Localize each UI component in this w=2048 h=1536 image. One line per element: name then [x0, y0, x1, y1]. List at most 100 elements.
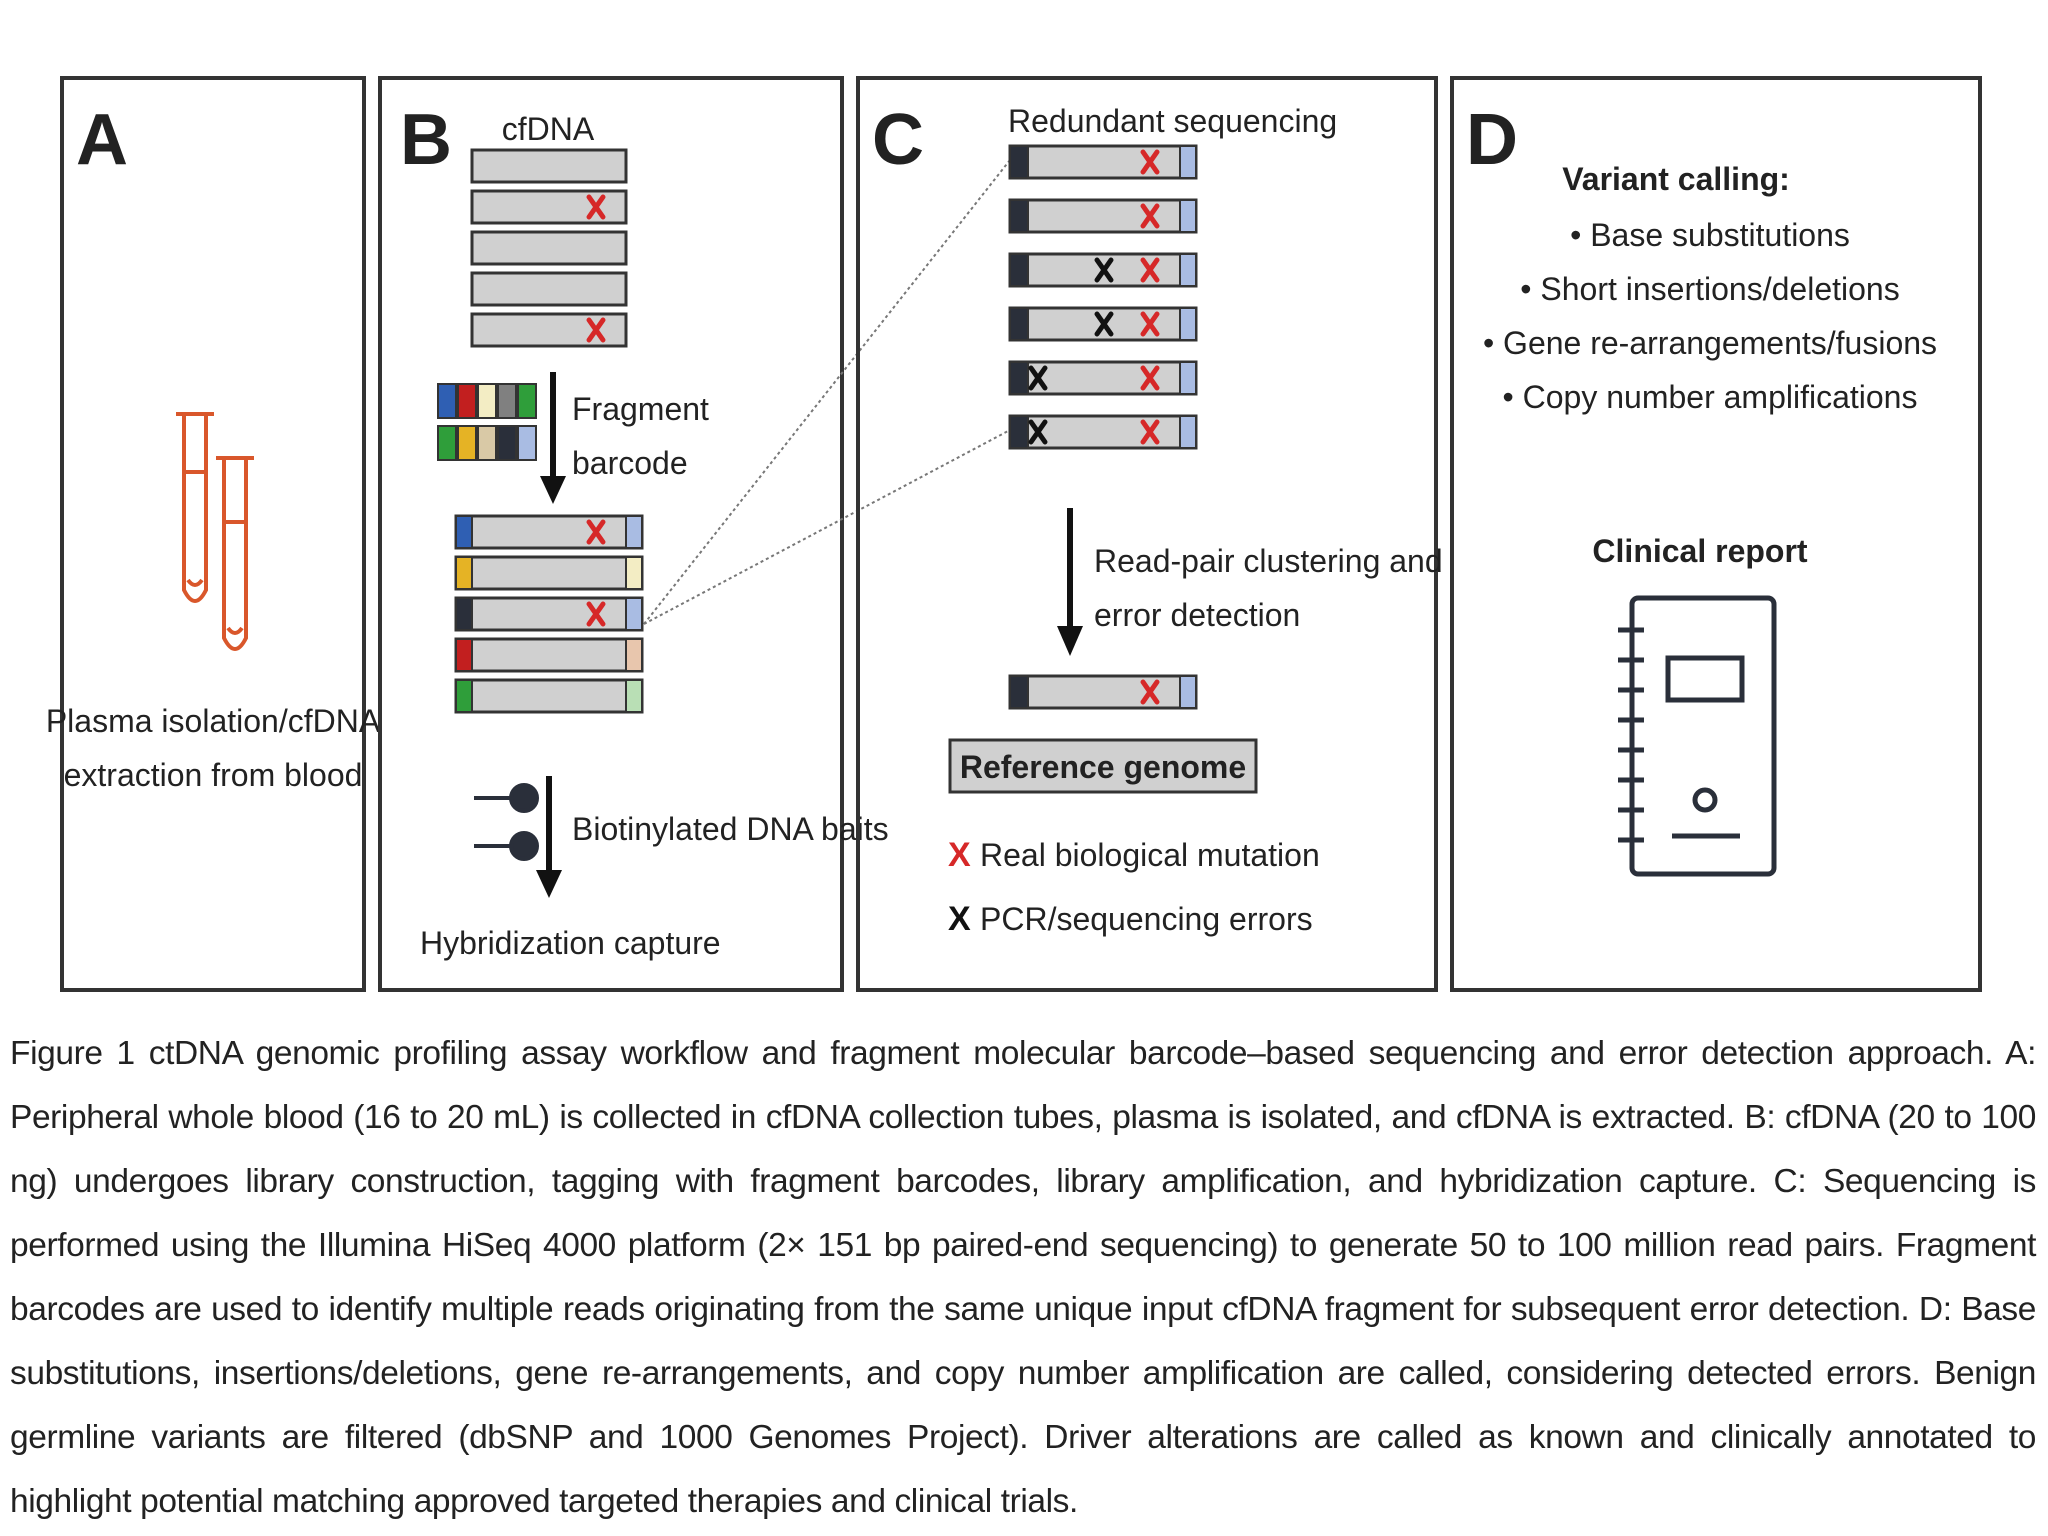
clustering-label-2: error detection — [1094, 597, 1300, 633]
barcode-cell — [437, 425, 457, 461]
read-left-barcode — [1009, 199, 1029, 233]
reference-genome-box — [948, 738, 1258, 794]
barcode-cell — [497, 425, 517, 461]
cfdna-fragment — [470, 189, 628, 225]
read-right-barcode — [1179, 145, 1197, 179]
mutation-x-icon — [1140, 365, 1160, 391]
variant-item-3: • Gene re-arrangements/fusions — [1483, 325, 1937, 361]
mutation-x-icon — [586, 194, 606, 220]
workflow-diagram: A Plasma isolation/cfDNA extraction from… — [46, 76, 1982, 992]
right-barcode — [625, 679, 643, 713]
variant-calling-title: Variant calling: — [1562, 161, 1790, 197]
mutation-x-icon — [1140, 311, 1160, 337]
read-right-barcode — [1179, 361, 1197, 395]
clustering-label-1: Read-pair clustering and — [1094, 543, 1443, 579]
cfdna-label: cfDNA — [502, 111, 595, 147]
tagged-fragments — [454, 514, 644, 714]
tagged-fragment — [454, 678, 644, 714]
panel-c: C Redundant sequencing Read-pair cluster… — [856, 76, 1443, 992]
expansion-connectors — [643, 159, 1011, 625]
mutation-x-icon-stroke-b — [1140, 257, 1160, 283]
read-right-barcode — [1179, 253, 1197, 287]
mutation-x-icon — [1140, 149, 1160, 175]
barcode-cell — [497, 383, 517, 419]
dna-bait-icon — [474, 783, 539, 861]
error-x-icon — [1094, 311, 1114, 337]
panel-d-letter: D — [1466, 100, 1518, 180]
panel-a-line-1: Plasma isolation/cfDNA — [46, 703, 381, 739]
panel-a-letter: A — [76, 100, 128, 180]
cfdna-fragment — [470, 230, 628, 266]
barcode-cell — [477, 425, 497, 461]
error-x-icon — [1028, 419, 1048, 445]
consensus-fragment — [1008, 674, 1198, 710]
figure-caption: Figure 1 ctDNA genomic profiling assay w… — [10, 1035, 2036, 1520]
legend-error-symbol: X — [948, 900, 971, 938]
legend-error-label: PCR/sequencing errors — [980, 901, 1313, 937]
panel-b-letter: B — [400, 100, 452, 180]
sequencing-read — [1008, 198, 1198, 234]
panel-d: D Variant calling: • Base substitutions … — [1450, 76, 1982, 992]
tagged-fragment — [454, 514, 644, 550]
mutation-x-icon-stroke-b — [1140, 679, 1160, 705]
mutation-x-icon-stroke-b — [1140, 311, 1160, 337]
mutation-x-icon — [1140, 257, 1160, 283]
redundant-reads — [1008, 144, 1198, 450]
mutation-x-icon-stroke-b — [586, 519, 606, 545]
mutation-x-icon — [586, 519, 606, 545]
redundant-label: Redundant sequencing — [1008, 103, 1337, 139]
right-barcode — [625, 638, 643, 672]
barcode-cell — [517, 425, 537, 461]
mutation-x-icon-stroke-b — [1140, 419, 1160, 445]
panel-a-frame — [60, 76, 366, 992]
cfdna-fragments — [470, 148, 628, 348]
mutation-x-icon-stroke-b — [586, 194, 606, 220]
left-barcode — [455, 597, 473, 631]
tagged-fragment — [454, 596, 644, 632]
fragment-arrowhead — [540, 476, 566, 504]
cfdna-fragment — [470, 148, 628, 184]
barcode-cell — [437, 383, 457, 419]
read-left-barcode — [1009, 253, 1029, 287]
read-left-barcode — [1009, 415, 1029, 449]
read-right-barcode — [1179, 199, 1197, 233]
clinical-report-notebook-icon — [1618, 595, 1777, 877]
legend-mutation-symbol: X — [948, 836, 971, 874]
consensus-read — [1008, 674, 1198, 710]
variant-item-4: • Copy number amplifications — [1503, 379, 1918, 415]
right-barcode — [625, 597, 643, 631]
error-x-icon-stroke-b — [1028, 365, 1048, 391]
mutation-x-icon — [586, 317, 606, 343]
consensus-right-barcode — [1179, 675, 1197, 709]
barcode-cell — [457, 383, 477, 419]
right-barcode — [625, 556, 643, 590]
panel-a: A Plasma isolation/cfDNA extraction from… — [46, 76, 381, 992]
mutation-x-icon — [586, 601, 606, 627]
error-x-icon-stroke-b — [1094, 311, 1114, 337]
left-barcode — [455, 679, 473, 713]
cfdna-fragment — [470, 312, 628, 348]
test-tubes-icon — [176, 412, 254, 651]
tagged-fragment — [454, 555, 644, 591]
right-barcode — [625, 515, 643, 549]
mutation-x-icon-stroke-b — [1140, 203, 1160, 229]
read-left-barcode — [1009, 145, 1029, 179]
baits-label: Biotinylated DNA baits — [572, 811, 889, 847]
barcode-cell — [477, 383, 497, 419]
variant-item-2: • Short insertions/deletions — [1520, 271, 1899, 307]
barcode-cell — [517, 383, 537, 419]
panel-b-frame — [378, 76, 844, 992]
mutation-x-icon-stroke-b — [1140, 365, 1160, 391]
panel-b: B cfDNA Fragment barcode Biotinylated DN… — [378, 76, 889, 992]
tagged-fragment — [454, 637, 644, 673]
panel-c-frame — [856, 76, 1438, 992]
legend-mutation-label: Real biological mutation — [980, 837, 1320, 873]
read-left-barcode — [1009, 307, 1029, 341]
capture-arrowhead — [536, 870, 562, 898]
capture-label: Hybridization capture — [420, 925, 721, 961]
read-right-barcode — [1179, 415, 1197, 449]
error-x-icon — [1028, 365, 1048, 391]
sequencing-read — [1008, 144, 1198, 180]
panel-c-letter: C — [872, 100, 924, 180]
barcode-cell — [457, 425, 477, 461]
